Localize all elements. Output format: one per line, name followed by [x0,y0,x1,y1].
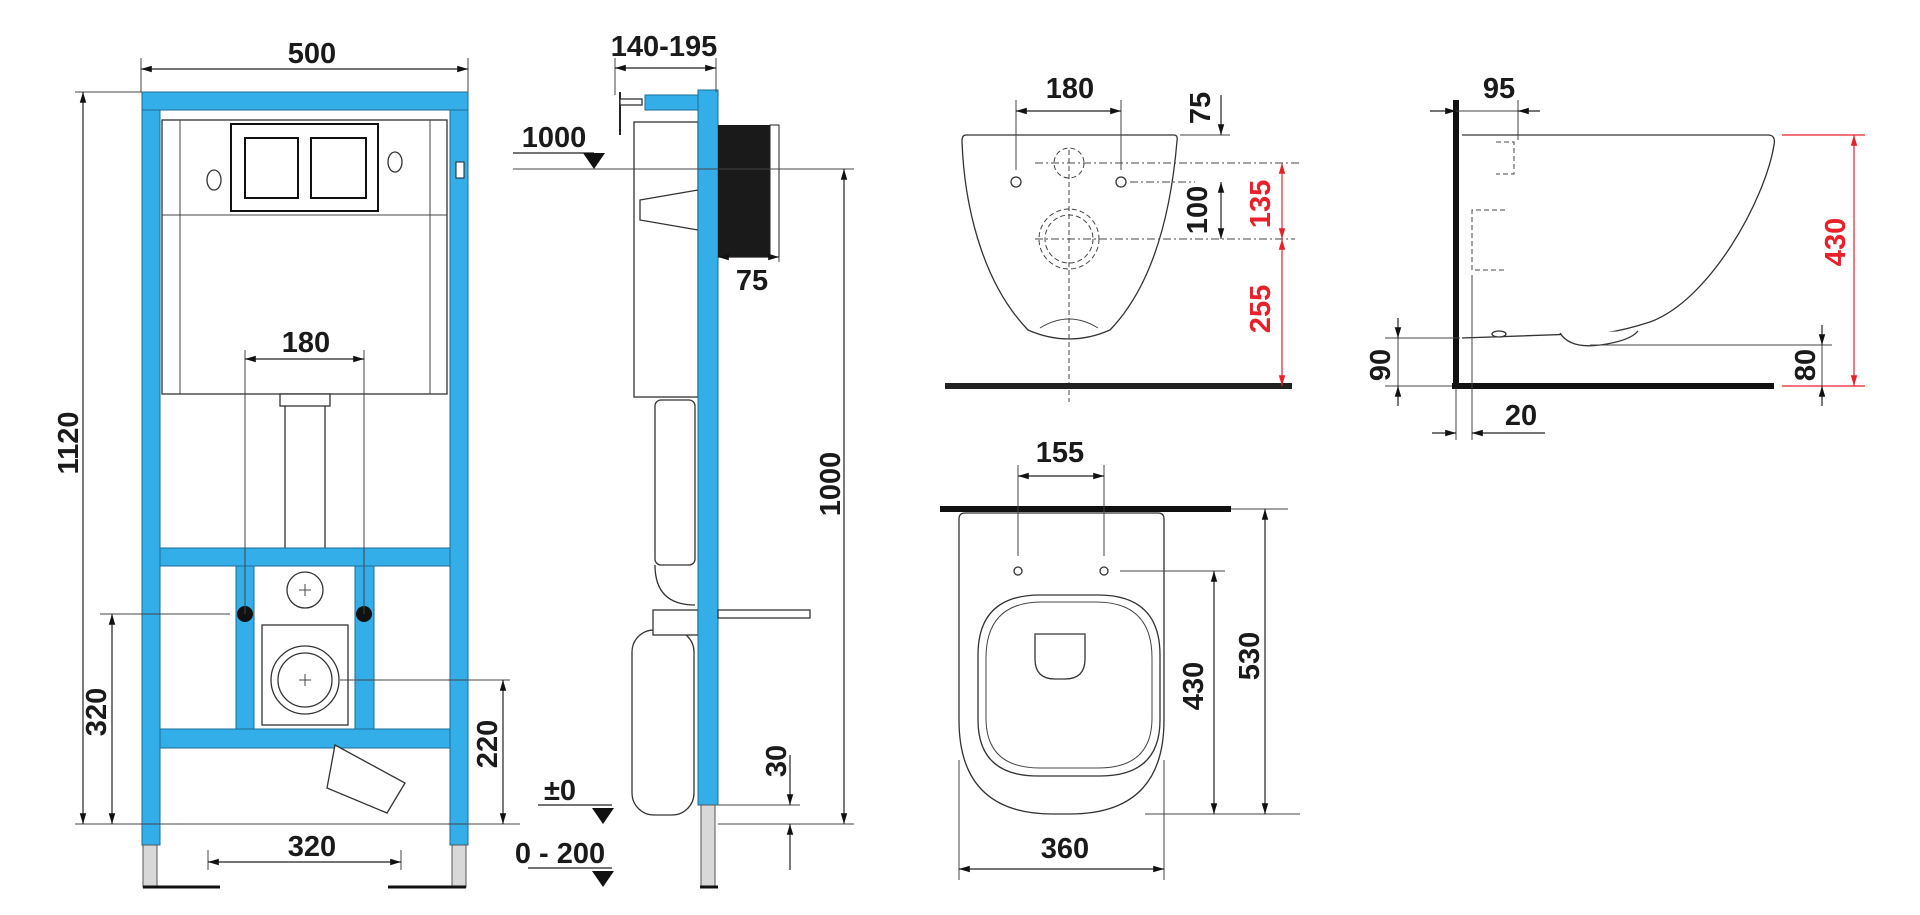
dim-seat-bolt-spacing: 155 [1036,437,1084,469]
seat-bolt-hole [1013,566,1023,576]
bowl-side-view [1452,100,1776,440]
flush-plate-side [718,125,779,257]
drain-pipe [284,396,326,552]
seat-bolt-hole [1099,566,1109,576]
frame-left-post [141,109,161,846]
dim-length-530: 530 [1234,632,1266,680]
frame-side-dimensions: 140-195 1000 75 1000 30 ±0 0 - 200 [513,31,854,887]
bowl-top-view [940,506,1231,815]
dim-frame-depth: 140-195 [611,31,717,63]
dim-base-90: 90 [1365,349,1397,381]
bowl-side-dimensions: 95 430 90 80 20 [1365,73,1865,440]
dim-length-430: 430 [1178,662,1210,710]
right-leg [451,844,467,888]
frame-front-dimensions: 500 1120 180 320 220 320 [53,38,520,870]
dim-outlet-height: 220 [472,720,504,768]
adjust-range-label: 0 - 200 [515,838,605,870]
dim-pipe-spacing: 180 [282,327,330,359]
bowl-front-outline [961,134,1178,340]
dim-bowl-width: 360 [1041,833,1089,865]
dim-bolt-height: 320 [81,688,113,736]
seat-hinge-cover [1034,633,1086,680]
bowl-side-outline [1461,134,1776,339]
frame-lower-bar [159,728,451,749]
frame-right-post [449,109,469,846]
bowl-top-dimensions: 155 430 530 360 [958,437,1300,880]
frame-side-view [619,89,811,889]
bolt-hole [1010,176,1022,188]
dim-frame-height: 1120 [53,412,85,475]
dim-bowl-bolt-spacing: 180 [1046,73,1094,105]
dim-bowl-height: 430 [1820,218,1852,266]
support-bar [717,609,811,619]
frame-top-bar [141,91,469,111]
left-leg [142,844,158,888]
dim-outlet-135: 135 [1245,180,1277,228]
dim-wall-gap: 20 [1505,400,1537,432]
level-zero-label: ±0 [544,775,576,807]
frame-crossbar [159,547,451,567]
bolt-hole [1115,176,1127,188]
frame-side-post [697,89,719,806]
dim-inlet-depth: 95 [1483,73,1515,105]
cistern-side [633,121,699,398]
dim-plate-depth: 75 [736,265,768,297]
dim-offset-30: 30 [761,745,793,777]
flush-button-small [244,137,299,199]
level-1000-label: 1000 [522,122,587,154]
seat-outline [977,594,1161,777]
dim-height-1000: 1000 [815,452,847,517]
dim-hole-spacing: 100 [1182,186,1214,234]
dim-outlet-255: 255 [1245,285,1277,333]
dim-top-offset: 75 [1185,92,1217,124]
bowl-front-dimensions: 180 75 100 135 255 [1015,73,1286,386]
frame-front-view [141,91,469,889]
waste-pipe [631,629,695,816]
flush-button-large [310,137,367,199]
dim-foot-spacing: 320 [288,831,336,863]
dim-frame-width: 500 [288,38,336,70]
bowl-front-view [945,134,1300,402]
dim-base-80: 80 [1790,349,1822,381]
